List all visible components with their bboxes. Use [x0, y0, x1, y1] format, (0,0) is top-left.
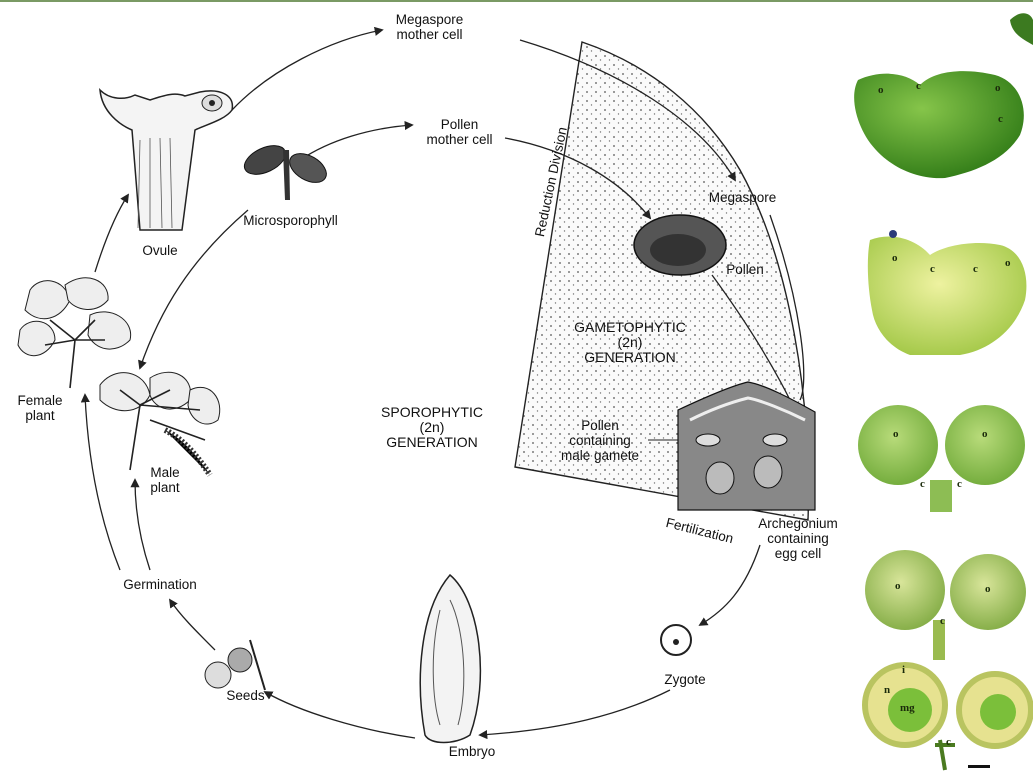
corner-leaf-icon: [1010, 13, 1033, 45]
panel3-letter: c: [957, 478, 962, 490]
panel1-letter: o: [878, 84, 884, 96]
label-pollen-mother-cell: Pollen mother cell: [422, 117, 497, 147]
panel2-letter: o: [1005, 257, 1011, 269]
arrow-microsporophyll-to-male-plant: [140, 210, 248, 368]
microsporophyll-drawing: [240, 140, 331, 200]
panel3-letter: c: [920, 478, 925, 490]
panel4-letter: o: [895, 580, 901, 592]
arrow-microsporophyll-to-pmc: [300, 125, 412, 160]
pollen-drawing: [634, 215, 726, 275]
label-female-plant: Female plant: [15, 393, 65, 423]
panel2-letter: c: [973, 263, 978, 275]
label-ovule: Ovule: [135, 243, 185, 258]
zygote-drawing: [661, 625, 691, 655]
label-microsporophyll: Microsporophyll: [228, 213, 353, 228]
photo-panel-5: [865, 665, 1031, 770]
panel1-letter: c: [998, 113, 1003, 125]
scale-bar: [968, 765, 990, 768]
label-seeds: Seeds: [218, 688, 273, 703]
label-embryo: Embryo: [442, 744, 502, 759]
arrow-zygote-to-embryo: [480, 690, 670, 735]
panel3-letter: o: [982, 428, 988, 440]
panel5-letter: n: [884, 684, 890, 696]
label-gametophytic-generation: GAMETOPHYTIC (2n) GENERATION: [560, 320, 700, 365]
label-zygote: Zygote: [655, 672, 715, 687]
label-pollen: Pollen: [720, 262, 770, 277]
embryo-drawing: [420, 575, 480, 743]
panel2-letter: o: [892, 252, 898, 264]
panel5-letter: mg: [900, 702, 915, 714]
female-plant-drawing: [18, 278, 131, 388]
panel1-letter: c: [916, 80, 921, 92]
seeds-drawing: [205, 640, 265, 690]
arrow-embryo-to-seeds: [265, 692, 415, 738]
label-megaspore-mother-cell: Megaspore mother cell: [392, 12, 467, 42]
photo-panel-4: [865, 550, 1026, 660]
photo-panel-3: [858, 405, 1025, 512]
panel4-letter: c: [940, 615, 945, 627]
panel5-letter: i: [902, 664, 905, 676]
male-plant-drawing: [100, 372, 220, 475]
arrow-seeds-to-germination: [170, 600, 215, 650]
arrow-female-to-ovule: [95, 195, 128, 272]
archegonium-drawing: [678, 382, 815, 510]
label-male-plant: Male plant: [140, 465, 190, 495]
label-germination: Germination: [110, 577, 210, 592]
photo-panel-2: [868, 230, 1027, 355]
arrow-germination-to-female: [85, 395, 120, 570]
panel5-letter: c: [946, 736, 951, 748]
label-sporophytic-generation: SPOROPHYTIC (2n) GENERATION: [367, 405, 497, 450]
arrow-ovule-to-megaspore-mother-cell: [232, 30, 382, 110]
panel3-letter: o: [893, 428, 899, 440]
label-archegonium: Archegonium containing egg cell: [748, 516, 848, 561]
panel4-letter: o: [985, 583, 991, 595]
panel1-letter: o: [995, 82, 1001, 94]
panel2-letter: c: [930, 263, 935, 275]
label-pollen-containing-male-gamete: Pollen containing male gamete: [550, 418, 650, 463]
label-megaspore: Megaspore: [700, 190, 785, 205]
